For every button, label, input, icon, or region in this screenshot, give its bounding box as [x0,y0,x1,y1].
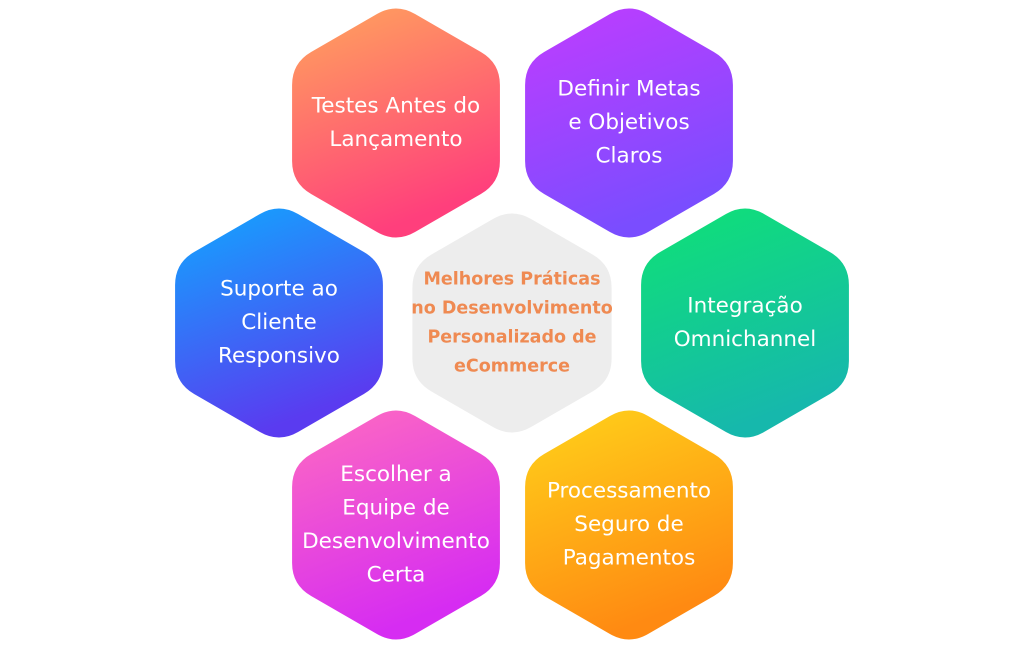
hexagon-definir-metas-e-objetivos-claros-label-line: Claros [596,144,663,169]
hexagon-testes-antes-do-lancamento-label: Testes Antes do Lançamento [311,93,480,152]
hexagon-escolher-a-equipe-de-desenvolvimento-certa-label-line: Equipe de [342,495,449,520]
hexagon-suporte-ao-cliente-responsivo-label-line: Responsivo [218,344,340,369]
hexagon-escolher-a-equipe-de-desenvolvimento-certa-label-line: Desenvolvimento [302,529,490,554]
hexagon-shape [175,208,383,438]
hexagon-integracao-omnichannel-label-line: Omnichannel [674,327,817,352]
hexagon-suporte-ao-cliente-responsivo-label-line: Suporte ao [220,277,338,302]
center-title-label-line: Personalizado de [427,328,596,348]
center-title-label-line: eCommerce [454,357,570,377]
hexagon-escolher-a-equipe-de-desenvolvimento-certa-label-line: Certa [367,562,426,587]
hexagon-processamento-seguro-de-pagamentos-label-line: Processamento [547,479,711,504]
hexagon-testes-antes-do-lancamento: Testes Antes do Lançamento [292,8,500,238]
hexagon-shape [525,410,733,640]
center-title-label-line: Melhores Práticas [424,270,601,290]
hexagon-definir-metas-e-objetivos-claros-label-line: e Objetivos [568,110,689,135]
hexagon-testes-antes-do-lancamento-label-line: Testes Antes do [311,93,480,118]
hexagon-integracao-omnichannel-label-line: Integração [687,293,802,318]
center-title-label-line: no Desenvolvimento [411,299,613,319]
hexagon-definir-metas-e-objetivos-claros-label-line: Definir Metas [557,77,700,102]
hexagon-testes-antes-do-lancamento-label-line: Lançamento [329,127,462,152]
hexagon-escolher-a-equipe-de-desenvolvimento-certa-label-line: Escolher a [340,462,451,487]
hexagon-shape [525,8,733,238]
hexagon-shape [641,208,849,438]
hexagon-shape [292,8,500,238]
hexagon-shape [292,410,500,640]
hexagon-suporte-ao-cliente-responsivo-label-line: Cliente [241,310,316,335]
hexagon-processamento-seguro-de-pagamentos-label-line: Seguro de [574,512,683,537]
center-hexagon-shape [412,213,612,433]
hexagon-processamento-seguro-de-pagamentos-label-line: Pagamentos [563,546,696,571]
